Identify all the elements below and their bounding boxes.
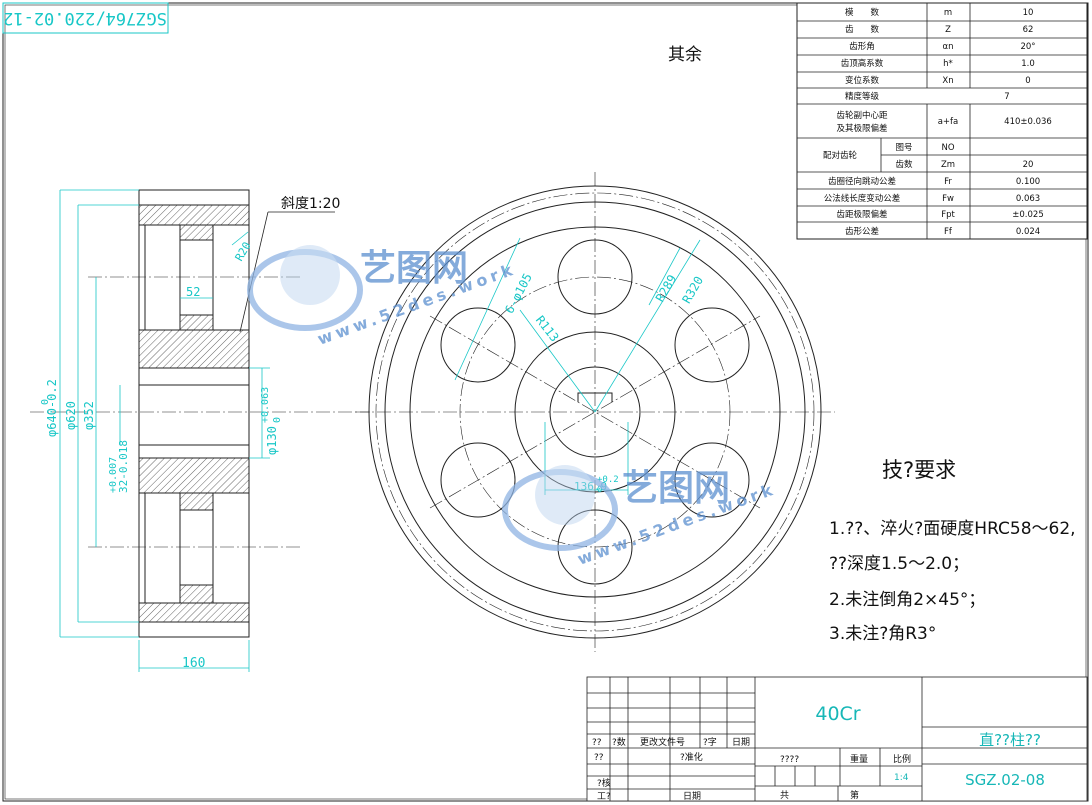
param-value-9: 0.100 bbox=[1016, 177, 1040, 187]
label-change-doc: 更改文件号 bbox=[640, 736, 685, 748]
label-process: 工? bbox=[597, 792, 611, 802]
taper-label: 斜度1:20 bbox=[281, 196, 340, 212]
tech-line-3: 2.未注倒角2×45°； bbox=[829, 590, 985, 610]
param-name-2: 齿形角 bbox=[849, 41, 875, 52]
code-box bbox=[2, 2, 169, 34]
label-standardize: ?准化 bbox=[680, 751, 703, 763]
param-value-0: 10 bbox=[1023, 8, 1034, 18]
param-symbol-0: m bbox=[944, 8, 952, 18]
param-value-5: 7 bbox=[1004, 92, 1009, 102]
watermark-logo-1: 艺图网 www.52des.work bbox=[247, 245, 519, 349]
param-value-11: ±0.025 bbox=[1012, 210, 1043, 220]
param-name-6: 齿轮副中心距 bbox=[836, 110, 888, 121]
param-symbol-1: Z bbox=[945, 25, 951, 35]
param-name-0: 模 数 bbox=[845, 7, 880, 18]
tech-title: 技?要求 bbox=[882, 458, 956, 482]
watermark-brand-1: 艺图网 bbox=[360, 248, 468, 289]
part-name: 直??柱?? bbox=[979, 731, 1041, 749]
param-name-6b: 及其极限偏差 bbox=[836, 123, 887, 134]
front-view bbox=[355, 172, 835, 652]
param-symbol-3: h* bbox=[943, 59, 953, 69]
param-value-12: 0.024 bbox=[1016, 227, 1040, 237]
gear-parameter-table: 模 数 m 10 齿 数 Z 62 齿形角 αn 20° 齿顶高系数 h* 1.… bbox=[796, 2, 1088, 240]
label-check: ?核 bbox=[597, 777, 611, 789]
label-sheet: 第 bbox=[850, 789, 859, 801]
param-symbol-12: Ff bbox=[944, 227, 953, 237]
tech-line-1: 1.??、淬火?面硬度HRC58～62, bbox=[829, 519, 1076, 539]
label-stage-mark: ???? bbox=[780, 755, 799, 765]
dim-keyway-tol: +0.007 bbox=[108, 457, 119, 493]
label-scale: 比例 bbox=[893, 753, 911, 765]
param-name-5: 精度等级 bbox=[845, 91, 880, 102]
param-name-1: 齿 数 bbox=[845, 24, 880, 35]
param-symbol-11: Fpt bbox=[941, 210, 955, 220]
param-name-12: 齿形公差 bbox=[845, 226, 879, 237]
dim-52: 52 bbox=[186, 285, 200, 299]
tech-line-4: 3.未注?角R3° bbox=[829, 624, 936, 644]
param-value-6: 410±0.036 bbox=[1004, 117, 1052, 127]
param-symbol-2: αn bbox=[943, 42, 954, 52]
dim-keyway-depth-tol0: 0 bbox=[597, 485, 602, 495]
param-symbol-8: Zm bbox=[941, 160, 955, 170]
param-value-2: 20° bbox=[1020, 42, 1035, 52]
watermark-logo-2: 艺图网 www.52des.work bbox=[502, 465, 779, 569]
param-symbol-10: Fw bbox=[942, 194, 954, 204]
label-date2: 日期 bbox=[683, 791, 701, 802]
dim-dia640: φ640-0.2 bbox=[45, 379, 59, 437]
param-symbol-9: Fr bbox=[944, 177, 952, 187]
label-qty: ?数 bbox=[612, 736, 626, 748]
label-weight: 重量 bbox=[850, 753, 868, 765]
scale-value: 1:4 bbox=[894, 773, 909, 783]
param-symbol-6: a+fa bbox=[938, 117, 959, 127]
param-value-1: 62 bbox=[1023, 25, 1034, 35]
label-total: 共 bbox=[780, 790, 789, 801]
dim-r113: R113 bbox=[533, 313, 562, 344]
param-name-7: 配对齿轮 bbox=[823, 150, 858, 161]
tech-line-2: ??深度1.5～2.0； bbox=[829, 554, 969, 574]
label-design: ?? bbox=[594, 753, 604, 763]
front-dimension-lines bbox=[454, 237, 701, 495]
param-name-10: 公法线长度变动公差 bbox=[824, 193, 901, 204]
param-value-4: 0 bbox=[1025, 76, 1030, 86]
dim-keyway-depth-tol: +0.2 bbox=[597, 475, 619, 485]
dim-dia352: φ352 bbox=[82, 401, 96, 430]
dim-r289: R289 bbox=[653, 272, 680, 304]
param-sub-8: 齿数 bbox=[895, 159, 913, 170]
material: 40Cr bbox=[815, 703, 860, 725]
dim-dia130: φ130 bbox=[265, 426, 279, 455]
dim-dia130-tol-lo: 0 bbox=[272, 417, 283, 423]
dim-keyway: 32-0.018 bbox=[117, 440, 130, 493]
label-date: 日期 bbox=[732, 737, 750, 748]
param-value-10: 0.063 bbox=[1016, 194, 1040, 204]
dim-dia640-tol: 0 bbox=[40, 399, 51, 405]
label-mark: ?? bbox=[592, 738, 602, 748]
param-value-8: 20 bbox=[1023, 160, 1034, 170]
dim-dia620: φ620 bbox=[64, 401, 78, 430]
title-block bbox=[586, 676, 1088, 802]
inner-frame bbox=[4, 4, 1087, 800]
dim-dia130-tol-up: +0.063 bbox=[260, 387, 271, 423]
param-name-3: 齿顶高系数 bbox=[841, 58, 884, 69]
remaining-roughness: 其余 bbox=[668, 45, 702, 65]
title-block-text: 40Cr 直??柱?? SGZ.02-08 ?? ?数 更改文件号 ?字 日期 … bbox=[592, 703, 1045, 802]
param-symbol-4: Xn bbox=[942, 76, 953, 86]
dim-r320: R320 bbox=[679, 274, 706, 306]
param-name-9: 齿圈径向跳动公差 bbox=[828, 176, 896, 187]
dimension-lines bbox=[59, 189, 270, 672]
drawing-number: SGZ.02-08 bbox=[965, 771, 1045, 789]
param-symbol-7: NO bbox=[941, 143, 954, 153]
drawing-code-rotated: SGZ764/220.02-12 bbox=[3, 8, 167, 28]
watermark-brand-2: 艺图网 bbox=[622, 468, 730, 509]
param-value-3: 1.0 bbox=[1021, 59, 1035, 69]
label-sign: ?字 bbox=[703, 736, 717, 748]
param-sub-7: 图号 bbox=[895, 143, 912, 153]
section-view bbox=[30, 189, 370, 638]
param-name-4: 变位系数 bbox=[845, 75, 880, 86]
dim-160: 160 bbox=[182, 656, 205, 671]
param-name-11: 齿距极限偏差 bbox=[836, 209, 887, 220]
